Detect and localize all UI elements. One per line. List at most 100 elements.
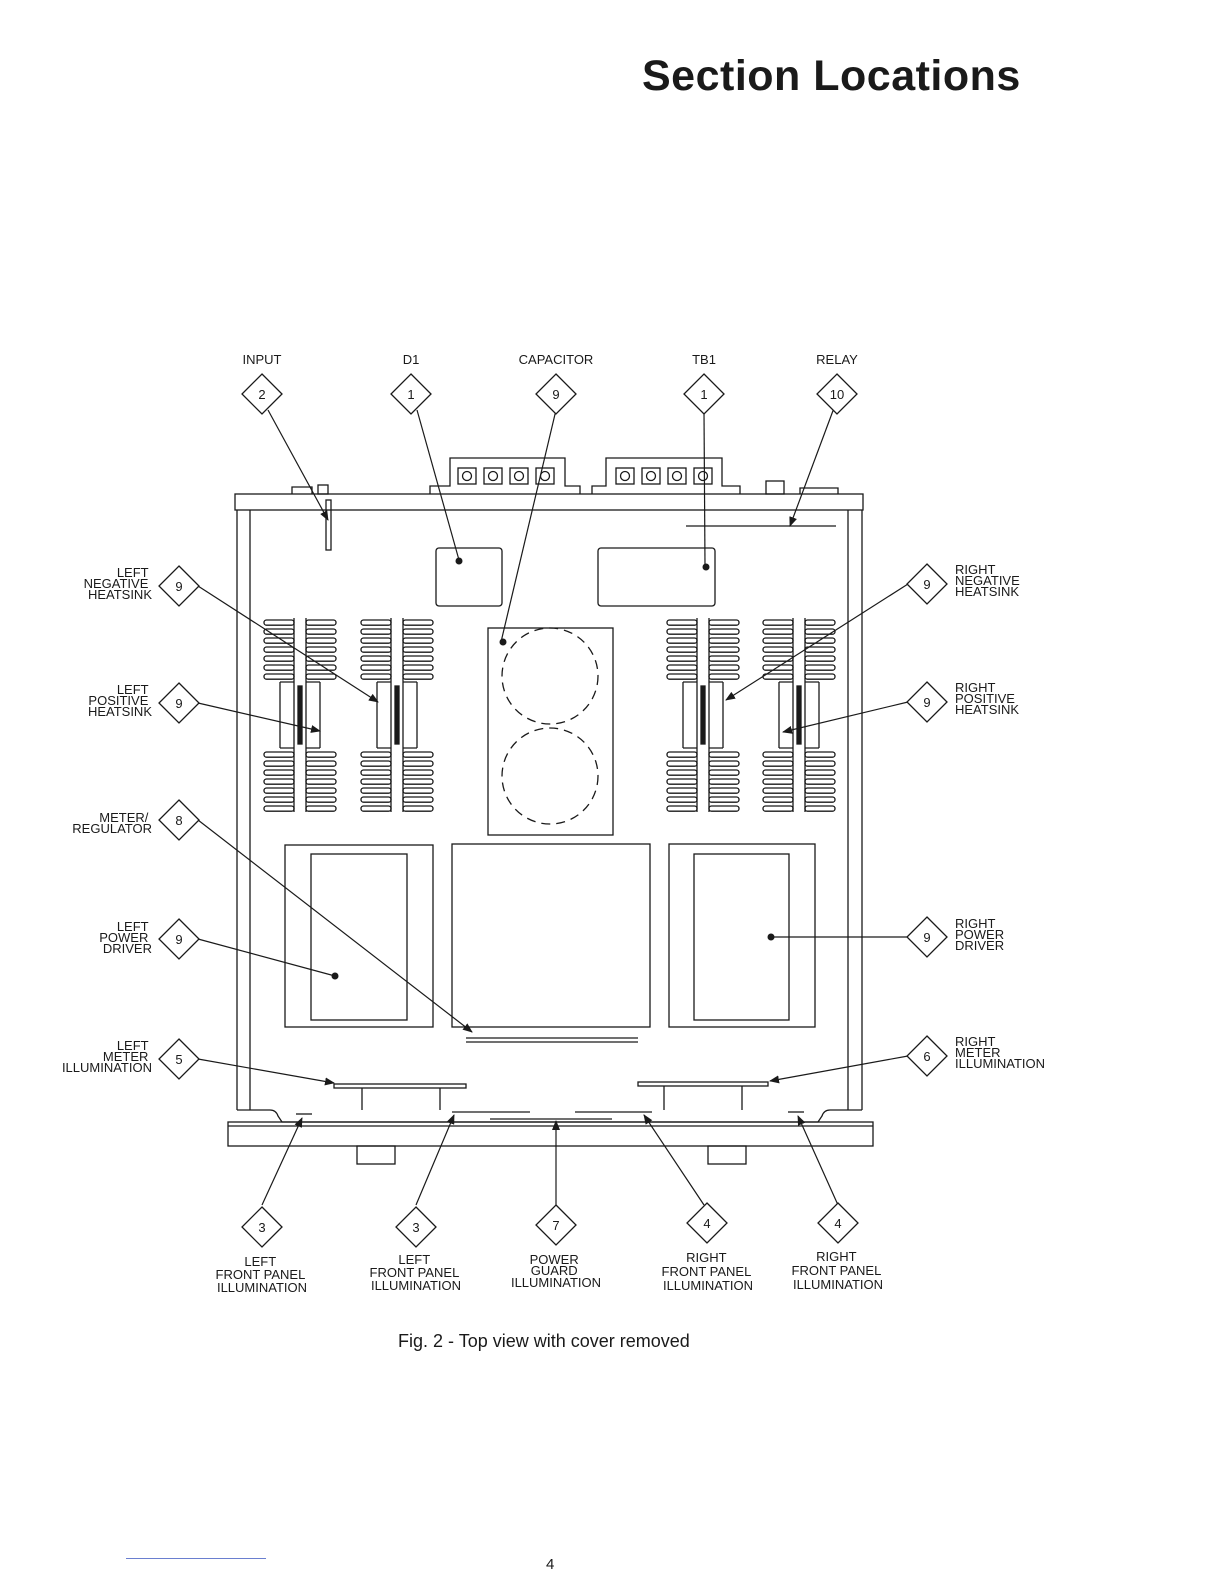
- callout-label: RIGHT NEGATIVE HEATSINK: [955, 562, 1023, 599]
- heatsink-fin: [708, 769, 740, 776]
- heatsink-fin: [708, 796, 740, 803]
- heatsink-fin: [762, 760, 794, 767]
- output-transistor: [394, 685, 400, 745]
- callout-number: 9: [175, 579, 182, 594]
- callout-diamond: [683, 373, 725, 415]
- heatsink-fin: [762, 637, 794, 644]
- heatsink-fin: [666, 805, 698, 812]
- heatsink-fin: [305, 619, 337, 626]
- heatsink-fin: [360, 769, 392, 776]
- heatsink-fin: [402, 619, 434, 626]
- footer-rule: [126, 1558, 266, 1559]
- callout-diamond: [158, 1038, 200, 1080]
- callout-label: RIGHT METER ILLUMINATION: [955, 1034, 1045, 1071]
- heatsink-fin: [708, 664, 740, 671]
- heatsink-fin: [708, 787, 740, 794]
- heatsink-fin: [666, 778, 698, 785]
- capacitor-bank: [487, 627, 614, 836]
- callout-number: 7: [552, 1218, 559, 1233]
- callout-label: RIGHT POWER DRIVER: [955, 916, 1008, 953]
- callout-label: INPUT: [243, 352, 282, 367]
- heatsink-fin: [666, 646, 698, 653]
- callout-label: METER/ REGULATOR: [72, 810, 152, 836]
- heatsink-fin: [666, 655, 698, 662]
- heatsink-fin: [666, 796, 698, 803]
- heatsink-fin: [762, 769, 794, 776]
- heatsink-fin: [708, 628, 740, 635]
- output-transistor: [700, 685, 706, 745]
- heatsinks: [263, 618, 836, 812]
- heatsink-fin: [762, 796, 794, 803]
- callout-number: 9: [923, 930, 930, 945]
- left-meter-board: [333, 1083, 467, 1089]
- leader-dots: [331, 557, 775, 980]
- heatsink-fin: [360, 751, 392, 758]
- heatsink-fin: [762, 787, 794, 794]
- heatsink-fin: [305, 751, 337, 758]
- heatsink-fin: [402, 655, 434, 662]
- callout-number: 3: [258, 1220, 265, 1235]
- callout-label: RIGHT FRONT PANEL ILLUMINATION: [792, 1249, 885, 1292]
- heatsink-fin: [402, 646, 434, 653]
- heatsink-fin: [263, 673, 295, 680]
- heatsink-fin: [360, 619, 392, 626]
- callout-label: LEFT FRONT PANEL ILLUMINATION: [370, 1252, 463, 1293]
- heatsink-fin: [263, 796, 295, 803]
- heatsink-fin: [360, 778, 392, 785]
- callout-right-negative-heatsink: 9 RIGHT NEGATIVE HEATSINK: [906, 562, 1023, 605]
- heatsink-fin: [360, 628, 392, 635]
- heatsink-fin: [708, 760, 740, 767]
- callout-diamond: [241, 373, 283, 415]
- callout-meter-regulator: 8 METER/ REGULATOR: [72, 799, 200, 841]
- callout-number: 10: [830, 387, 844, 402]
- heatsink-fin: [666, 664, 698, 671]
- callout-relay: 10 RELAY: [816, 352, 858, 415]
- callout-right-front-panel-illumination-b: 4 RIGHT FRONT PANEL ILLUMINATION: [792, 1202, 885, 1292]
- callout-right-positive-heatsink: 9 RIGHT POSITIVE HEATSINK: [906, 680, 1019, 723]
- heatsink-fin: [402, 805, 434, 812]
- heatsink-fin: [804, 796, 836, 803]
- callout-diamond: [395, 1206, 437, 1248]
- heatsink-fin: [804, 805, 836, 812]
- heatsink-fin: [666, 760, 698, 767]
- callout-number: 9: [923, 695, 930, 710]
- heatsink-fin: [804, 787, 836, 794]
- callout-number: 9: [175, 932, 182, 947]
- callout-label: LEFT NEGATIVE HEATSINK: [84, 565, 153, 602]
- heatsink-fin: [360, 796, 392, 803]
- callout-label: CAPACITOR: [519, 352, 594, 367]
- callout-diamond: [906, 916, 948, 958]
- heatsink-fin: [402, 778, 434, 785]
- callout-number: 8: [175, 813, 182, 828]
- right-power-driver-board: [668, 843, 816, 1028]
- page-number: 4: [546, 1556, 555, 1573]
- right-heatsink-inner: [666, 618, 740, 812]
- page-title: Section Locations: [642, 52, 1021, 100]
- heatsink-fin: [263, 646, 295, 653]
- heatsink-spine: [778, 618, 820, 812]
- heatsink-fin: [804, 778, 836, 785]
- callout-diamond: [535, 1204, 577, 1246]
- callout-diamond: [158, 799, 200, 841]
- callout-diamond: [817, 1202, 859, 1244]
- callout-power-guard-illumination: 7 POWER GUARD ILLUMINATION: [511, 1204, 601, 1290]
- tb1-component: [597, 547, 716, 607]
- heatsink-fin: [305, 796, 337, 803]
- right-heatsink-outer: [762, 618, 836, 812]
- d1-component: [435, 547, 503, 607]
- heatsink-fin: [305, 760, 337, 767]
- callout-label: TB1: [692, 352, 716, 367]
- heatsink-fin: [708, 751, 740, 758]
- heatsink-fin: [804, 655, 836, 662]
- callout-left-positive-heatsink: 9 LEFT POSITIVE HEATSINK: [88, 682, 200, 724]
- heatsink-fin: [666, 751, 698, 758]
- callout-diamond: [158, 918, 200, 960]
- heatsink-fin: [666, 628, 698, 635]
- heatsink-fin: [263, 619, 295, 626]
- left-heatsink-outer: [263, 618, 337, 812]
- callout-diamond: [906, 1035, 948, 1077]
- callout-tb1: 1 TB1: [683, 352, 725, 415]
- heatsink-fin: [804, 619, 836, 626]
- callout-capacitor: 9 CAPACITOR: [519, 352, 594, 415]
- heatsink-fin: [762, 646, 794, 653]
